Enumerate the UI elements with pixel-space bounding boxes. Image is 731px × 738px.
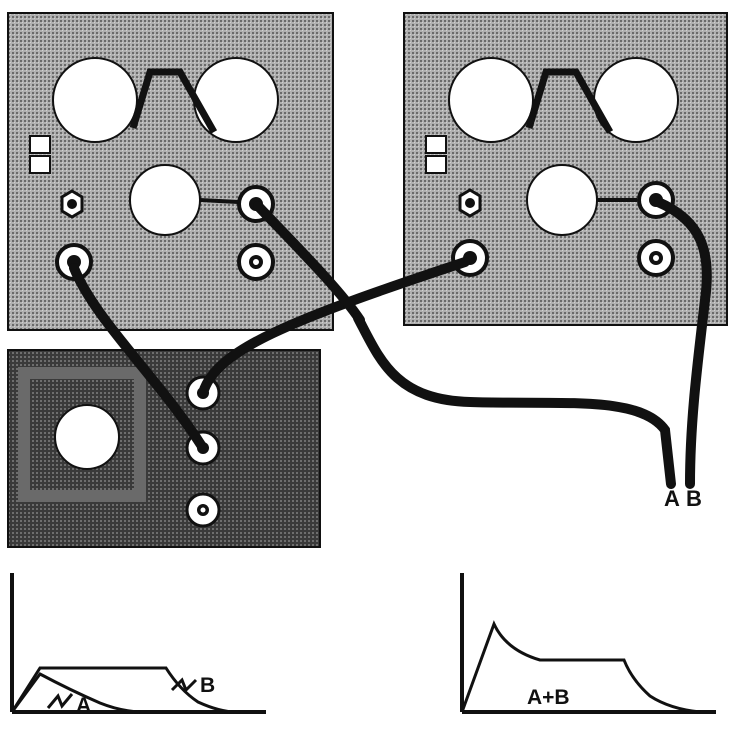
curve-sum [460, 620, 701, 714]
jack-mult-3-center [200, 507, 206, 513]
curve-b [10, 666, 241, 714]
module-left [7, 12, 334, 331]
hex-nut-center [67, 199, 77, 209]
cable-b[interactable] [653, 197, 712, 489]
module-bottom-panel [7, 349, 321, 548]
switch-upper[interactable] [29, 135, 51, 154]
knob-sustain-right[interactable] [526, 164, 598, 236]
graph-right: A+B [460, 573, 716, 714]
cable-a-upper[interactable] [253, 201, 365, 325]
cable-gate-left[interactable] [69, 263, 208, 453]
cable-label-b: B [686, 486, 702, 511]
hex-nut-center-right [465, 198, 475, 208]
curve-a [10, 672, 141, 714]
knob-decay[interactable] [193, 57, 279, 143]
cable-a-lower[interactable] [353, 313, 676, 489]
graph-left: A B [10, 573, 266, 717]
module-bottom [7, 349, 321, 548]
knob-link-line [199, 198, 239, 204]
switch-upper-right[interactable] [425, 135, 447, 154]
switch-lower[interactable] [29, 155, 51, 174]
trigger-button[interactable] [54, 404, 120, 470]
cable-label-a: A [664, 486, 680, 511]
curve-b-leader [170, 677, 198, 693]
knob-attack-right[interactable] [448, 57, 534, 143]
knob-sustain[interactable] [129, 164, 201, 236]
button-frame [18, 367, 146, 502]
curve-a-leader [46, 693, 74, 709]
curve-sum-label: A+B [527, 686, 570, 709]
jack-aux-right-center [653, 255, 659, 261]
cable-gate-right[interactable] [198, 257, 470, 398]
envelope-shape-icon [129, 68, 218, 134]
module-right [403, 12, 728, 326]
envelope-shape-icon-right [525, 68, 614, 134]
patch-cables [69, 197, 712, 489]
switch-lower-right[interactable] [425, 155, 447, 174]
jack-aux-left-center [253, 259, 259, 265]
curve-b-label: B [200, 674, 215, 697]
curve-a-label: A [76, 694, 91, 717]
knob-attack[interactable] [52, 57, 138, 143]
